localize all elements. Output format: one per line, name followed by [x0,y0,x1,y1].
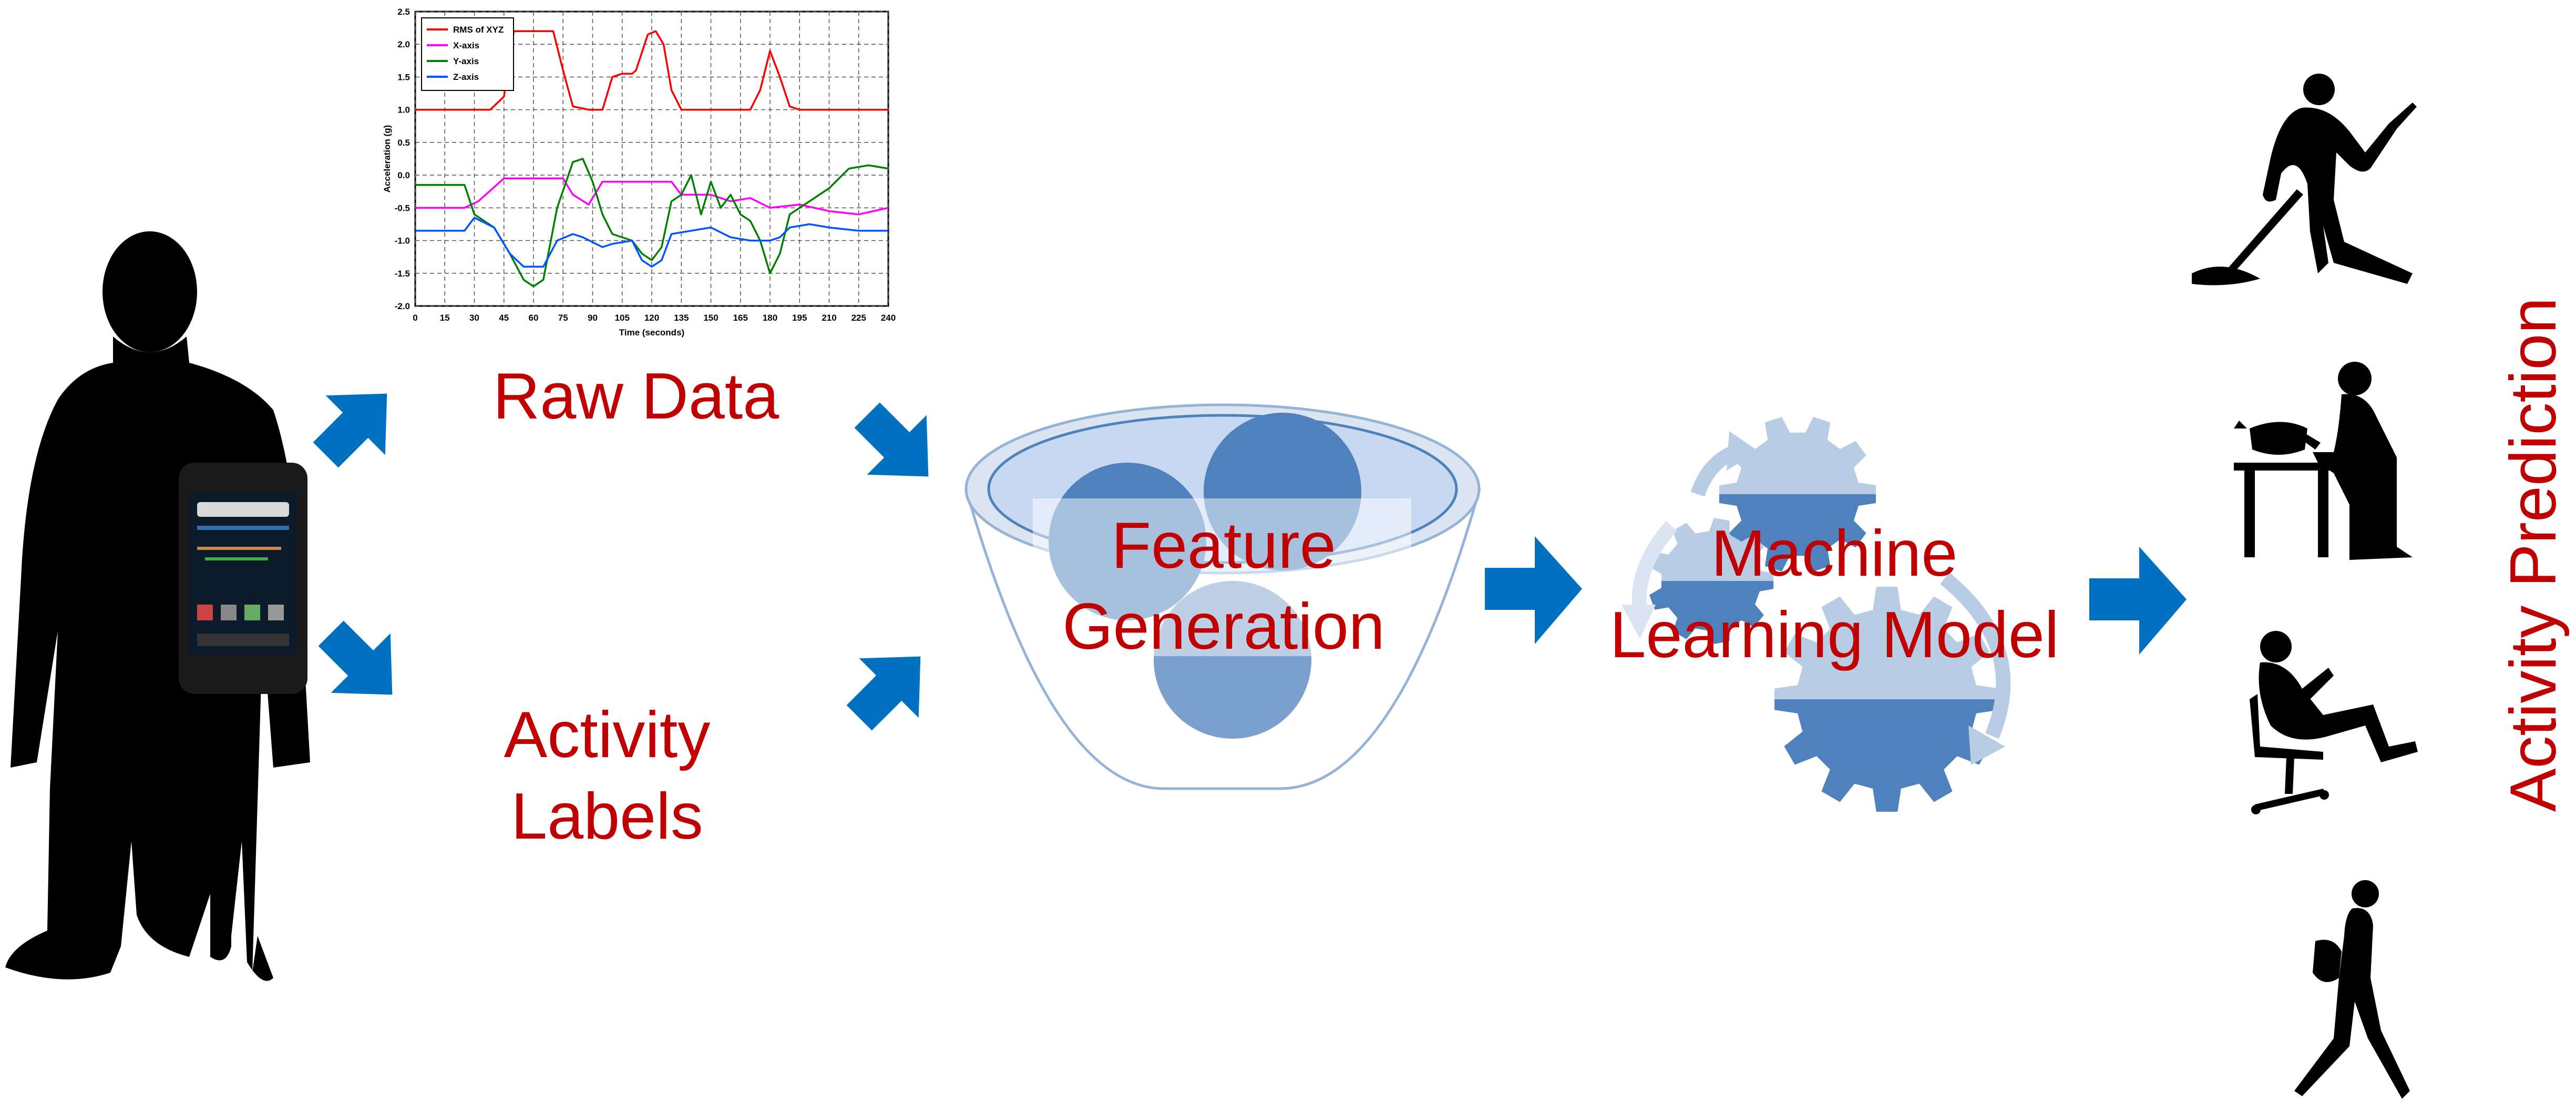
y-axis-ticks: -2.0 -1.5 -1.0 -0.5 0.0 0.5 1.0 1.5 2.0 2.5 [395,7,410,311]
x-tick-label: 75 [558,313,568,323]
x-tick-label: 30 [469,313,479,323]
y-tick-label: 0.0 [397,170,410,180]
feature-label-line1: Feature [1111,509,1336,582]
ml-model-label-line2: Learning Model [1610,599,2059,671]
activity-labels-line1: Activity [504,699,711,771]
chart-gridlines [415,11,889,307]
arrow-model-to-prediction-icon [2089,547,2187,655]
activity-prediction-label: Activity Prediction [2497,298,2570,812]
y-tick-label: -1.0 [395,236,410,246]
legend-entry: RMS of XYZ [453,25,504,35]
smartphone-icon [179,463,307,694]
legend-entry: Y-axis [453,56,479,66]
x-tick-label: 240 [881,313,896,323]
raw-data-label: Raw Data [493,360,779,433]
y-tick-label: -0.5 [395,203,410,213]
x-tick-label: 195 [792,313,807,323]
series-line-y-axis [415,158,888,288]
sitting-person-icon [2250,631,2418,814]
activity-labels-line2: Labels [511,780,703,853]
gear-large-icon [1774,587,1999,812]
mopping-person-icon [2192,74,2417,285]
arrow-features-to-model-icon [1485,536,1582,644]
y-tick-label: 0.5 [397,138,410,148]
gears-icon [1621,417,2011,812]
x-tick-label: 225 [851,313,866,323]
y-tick-label: -1.5 [395,269,410,279]
feature-label-line2: Generation [1062,590,1385,663]
feature-funnel [964,403,1481,790]
gear-top-icon [1719,417,1876,571]
gear-middle-icon [1649,518,1774,644]
arrow-labels-to-features-icon [846,656,921,731]
y-tick-label: 2.5 [397,7,410,17]
arrow-to-activity-labels-icon [318,620,393,695]
x-tick-label: 210 [822,313,836,323]
y-axis-label: Acceleration (g) [382,125,392,192]
x-tick-label: 165 [733,313,748,323]
ml-model-label-line1: Machine [1711,517,1958,590]
y-tick-label: 2.0 [397,39,410,49]
x-tick-label: 45 [499,313,509,323]
walking-person-icon [2294,880,2410,1099]
legend-entry: X-axis [453,40,479,50]
arrow-raw-to-features-icon [854,402,929,477]
chart-series-layer [415,30,888,288]
acceleration-chart: 0 15 30 45 60 75 90 105 120 135 150 165 180 195 210 225… [382,7,896,338]
x-axis-label: Time (seconds) [619,328,684,338]
x-tick-label: 90 [588,313,598,323]
legend-entry: Z-axis [453,72,479,82]
series-line-x-axis [415,177,888,216]
x-tick-label: 15 [440,313,450,323]
x-tick-label: 105 [615,313,630,323]
y-tick-label: 1.5 [397,72,410,82]
flow-arrows [313,393,2187,731]
arrow-to-raw-data-icon [313,393,387,468]
x-tick-label: 135 [674,313,689,323]
cooking-person-icon [2234,362,2413,560]
x-tick-label: 0 [413,313,417,323]
x-tick-label: 120 [644,313,659,323]
y-tick-label: -2.0 [395,301,410,311]
x-axis-ticks: 0 15 30 45 60 75 90 105 120 135 150 165 180 195 210 225… [413,313,896,323]
x-tick-label: 150 [703,313,718,323]
x-tick-label: 180 [763,313,777,323]
x-tick-label: 60 [529,313,539,323]
y-tick-label: 1.0 [397,105,410,115]
series-line-z-axis [415,217,888,268]
series-line-rms-of-xyz [415,30,888,111]
